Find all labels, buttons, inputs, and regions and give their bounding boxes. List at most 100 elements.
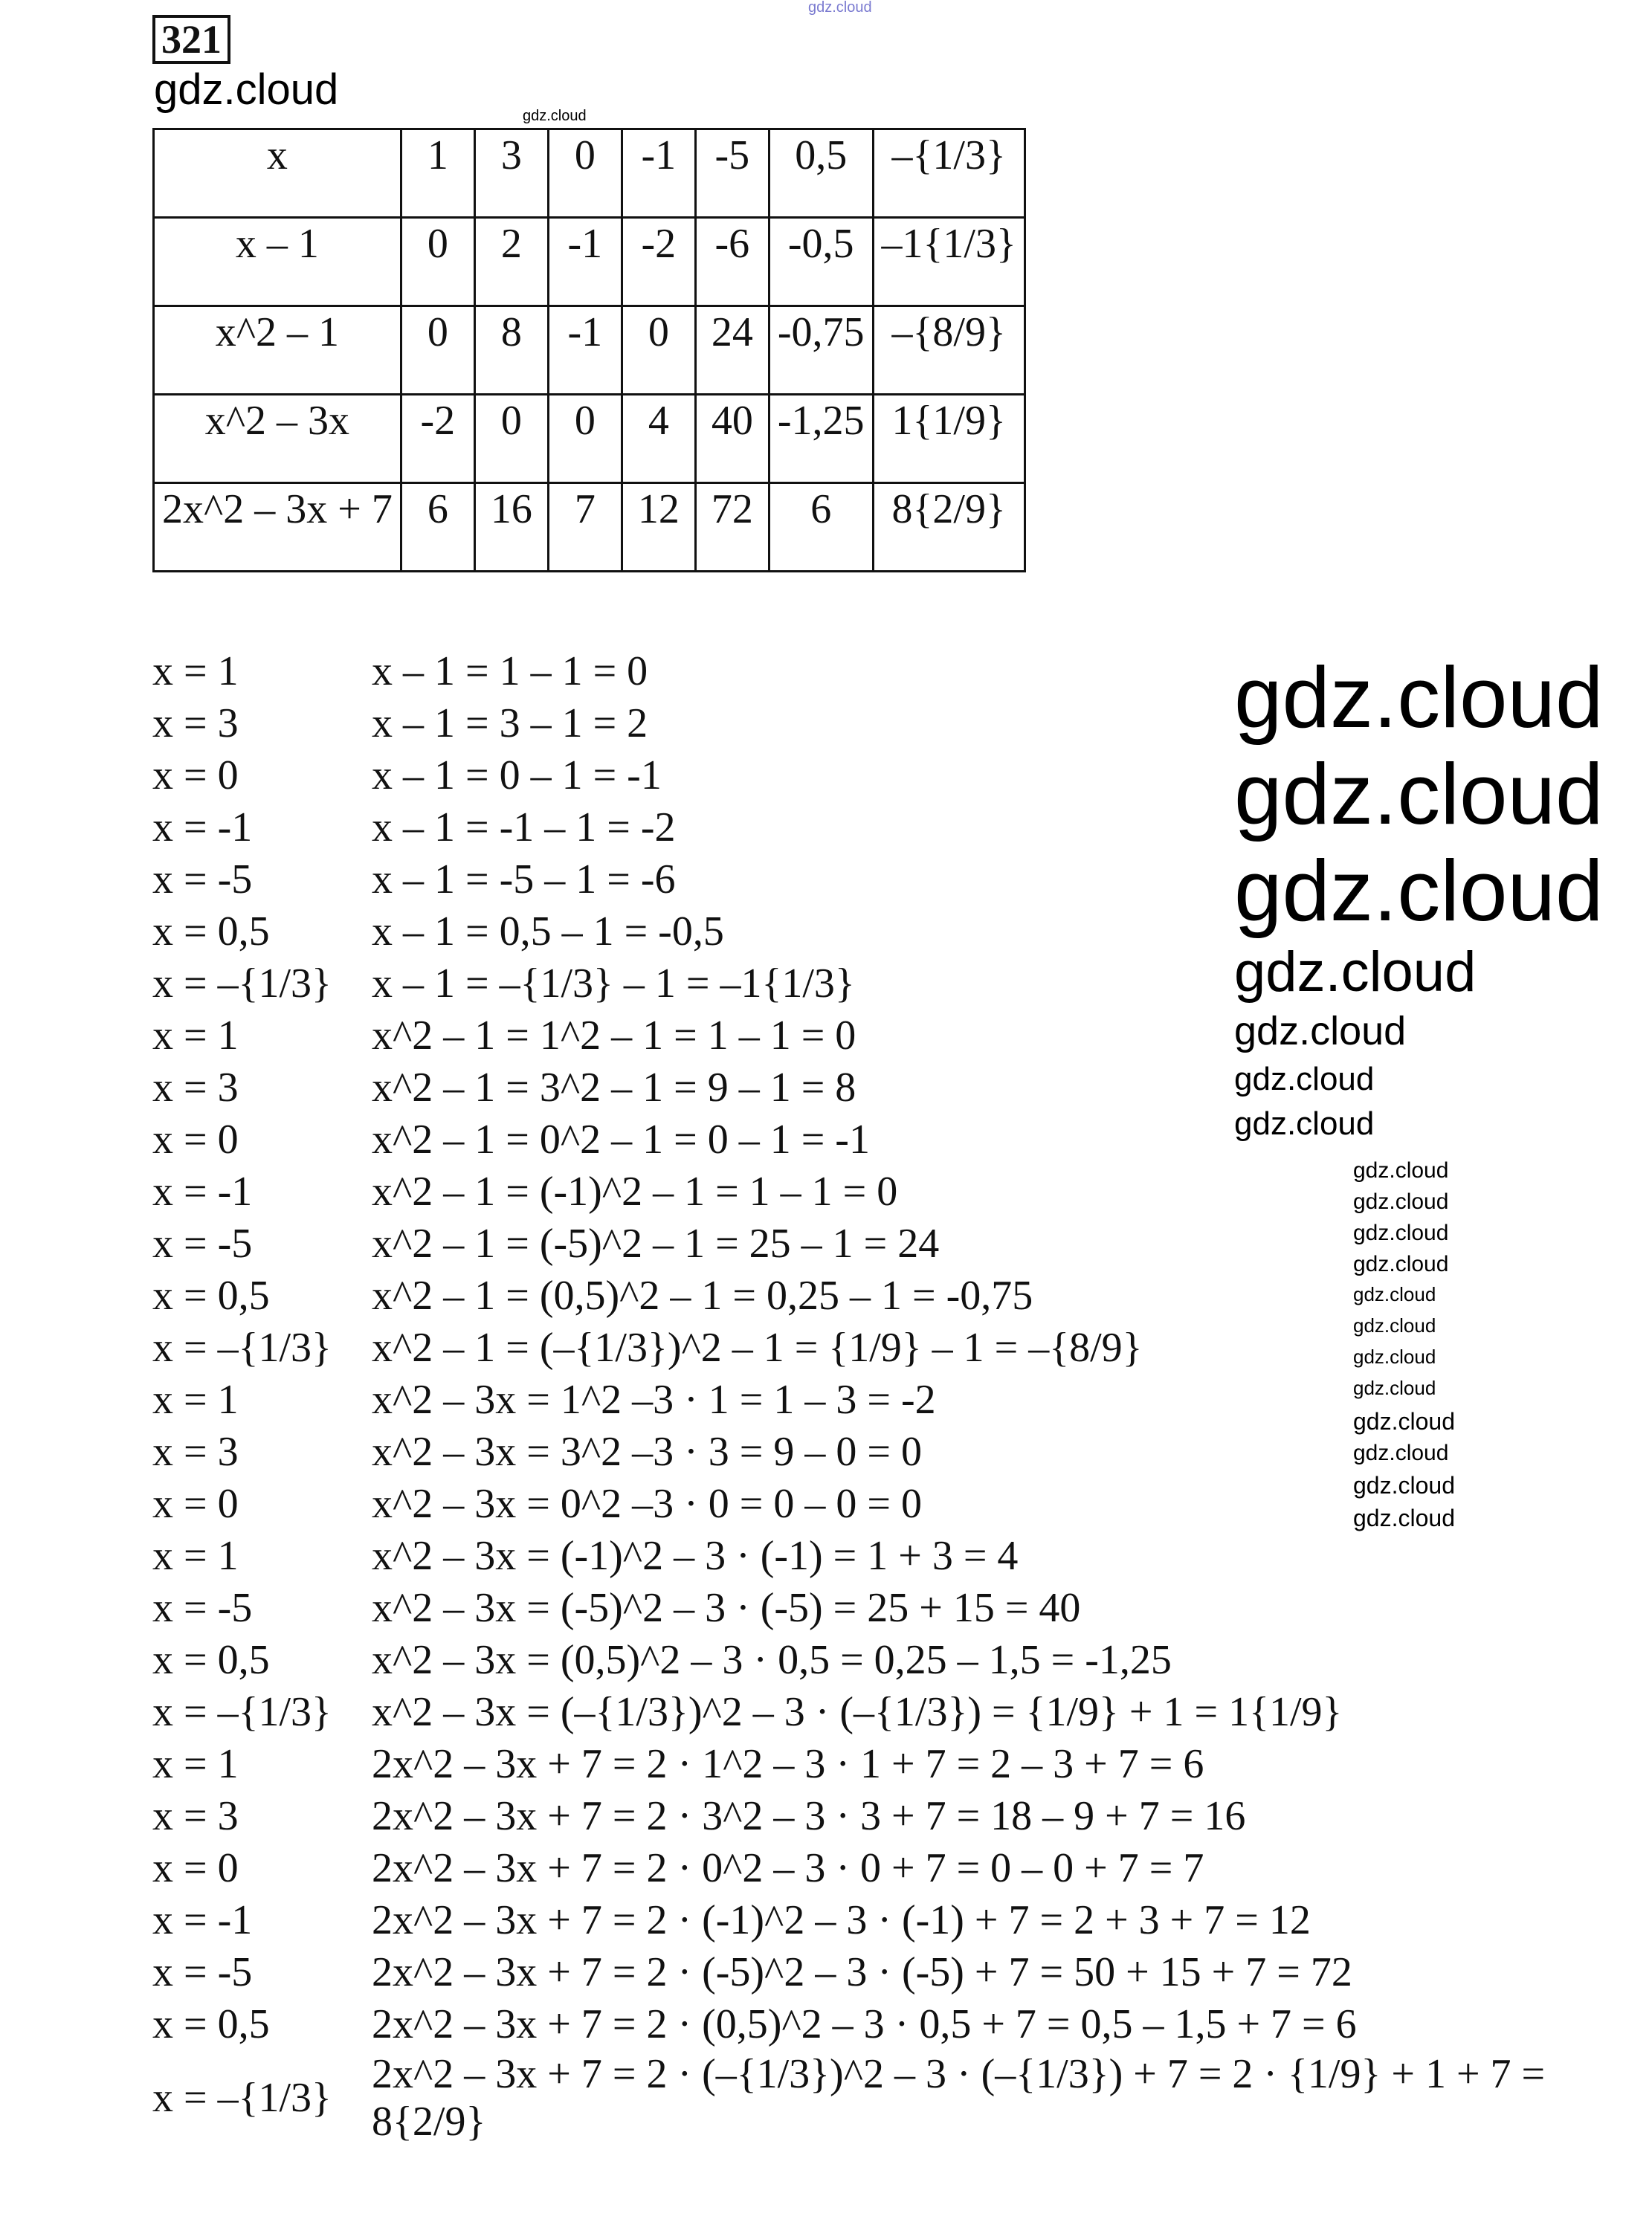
row-label: x – 1 (152, 216, 402, 307)
expression: x^2 – 1 = (-1)^2 – 1 = 1 – 1 = 0 (372, 1169, 898, 1215)
x-value: x = 3 (152, 1429, 239, 1475)
table-cell: -5 (694, 128, 770, 219)
calculation-line: x = 1 2x^2 – 3x + 7 = 2 · 1^2 – 3 · 1 + 7… (152, 1738, 1636, 1790)
calculation-line: x = –{1/3} 2x^2 – 3x + 7 = 2 · (–{1/3})^2… (152, 2050, 1636, 2145)
table-cell: -2 (620, 216, 697, 307)
expression: x^2 – 3x = (–{1/3})^2 – 3 · (–{1/3}) = {… (372, 1689, 1343, 1735)
x-value: x = -1 (152, 1897, 253, 1943)
calculation-line: x = -5 x^2 – 3x = (-5)^2 – 3 · (-5) = 25 … (152, 1582, 1636, 1634)
table-cell: –{8/9} (871, 305, 1026, 395)
x-value: x = –{1/3} (152, 2075, 332, 2121)
table-cell: -2 (399, 393, 476, 484)
table-cell: 0,5 (767, 128, 874, 219)
expression: 2x^2 – 3x + 7 = 2 · (-1)^2 – 3 · (-1) + … (372, 1897, 1311, 1943)
table-cell: 16 (473, 482, 549, 572)
x-value: x = –{1/3} (152, 1689, 332, 1735)
expression: x – 1 = 1 – 1 = 0 (372, 648, 648, 694)
expression: 2x^2 – 3x + 7 = 2 · (0,5)^2 – 3 · 0,5 + … (372, 2001, 1357, 2047)
watermark: gdz.cloud (523, 108, 587, 124)
table-cell: 40 (694, 393, 770, 484)
table-cell: 0 (399, 216, 476, 307)
table-cell: 7 (546, 482, 623, 572)
calculation-line: x = -5 2x^2 – 3x + 7 = 2 · (-5)^2 – 3 · (… (152, 1946, 1636, 1998)
x-value: x = 3 (152, 1793, 239, 1839)
table-cell: 0 (399, 305, 476, 395)
x-value: x = 1 (152, 648, 239, 694)
watermark: gdz.cloud (1353, 1283, 1436, 1305)
task-number: 321 (152, 15, 230, 64)
watermark: gdz.cloud (1353, 1441, 1449, 1465)
x-value: x = 0,5 (152, 1637, 270, 1683)
expression: x^2 – 1 = (0,5)^2 – 1 = 0,25 – 1 = -0,75 (372, 1273, 1033, 1319)
watermark: gdz.cloud (1353, 1472, 1455, 1499)
table-cell: 0 (546, 128, 623, 219)
row-label: x (152, 128, 402, 219)
table-cell: 6 (399, 482, 476, 572)
watermark: gdz.cloud (1234, 842, 1604, 939)
table-cell: 0 (473, 393, 549, 484)
x-value: x = -5 (152, 1949, 253, 1995)
x-value: x = 0 (152, 752, 239, 798)
expression: x – 1 = 3 – 1 = 2 (372, 700, 648, 746)
calculation-line: x = –{1/3}x – 1 = –{1/3} – 1 = –1{1/3} (152, 958, 1636, 1010)
table-cell: 8{2/9} (871, 482, 1026, 572)
calculation-line: x = 0,5 2x^2 – 3x + 7 = 2 · (0,5)^2 – 3 ·… (152, 1998, 1636, 2050)
table-cell: 6 (767, 482, 874, 572)
expression: 2x^2 – 3x + 7 = 2 · (-5)^2 – 3 · (-5) + … (372, 1949, 1352, 1995)
x-value: x = –{1/3} (152, 960, 332, 1007)
x-value: x = 0,5 (152, 908, 270, 955)
x-value: x = 0,5 (152, 2001, 270, 2047)
expression: x – 1 = 0 – 1 = -1 (372, 752, 662, 798)
table-cell: 72 (694, 482, 770, 572)
row-label: 2x^2 – 3x + 7 (152, 482, 402, 572)
x-value: x = 3 (152, 700, 239, 746)
calculation-line: x = -1 2x^2 – 3x + 7 = 2 · (-1)^2 – 3 · (… (152, 1894, 1636, 1946)
x-value: x = -5 (152, 856, 253, 902)
expression: x^2 – 1 = (–{1/3})^2 – 1 = {1/9} – 1 = –… (372, 1325, 1143, 1371)
x-value: x = -5 (152, 1585, 253, 1631)
table-cell: 12 (620, 482, 697, 572)
expression: x – 1 = -5 – 1 = -6 (372, 856, 676, 902)
calculation-line: x = –{1/3}x^2 – 1 = (–{1/3})^2 – 1 = {1/… (152, 1322, 1636, 1374)
calculation-line: x = 0 x – 1 = 0 – 1 = -1 (152, 749, 1636, 801)
row-label: x^2 – 3x (152, 393, 402, 484)
calculation-line: x = 1 x – 1 = 1 – 1 = 0 (152, 645, 1636, 697)
x-value: x = 1 (152, 1377, 239, 1423)
table-cell: 1 (399, 128, 476, 219)
expression: x^2 – 1 = 0^2 – 1 = 0 – 1 = -1 (372, 1117, 870, 1163)
x-value: x = -1 (152, 804, 253, 850)
watermark: gdz.cloud (808, 0, 872, 16)
watermark: gdz.cloud (1234, 1009, 1407, 1053)
table-cell: 0 (546, 393, 623, 484)
watermark: gdz.cloud (1353, 1505, 1455, 1531)
x-value: x = 3 (152, 1065, 239, 1111)
calculation-line: x = -5 x – 1 = -5 – 1 = -6 (152, 853, 1636, 905)
table-cell: -6 (694, 216, 770, 307)
x-value: x = 1 (152, 1013, 239, 1059)
calculation-line: x = 3 x – 1 = 3 – 1 = 2 (152, 697, 1636, 749)
x-value: x = 1 (152, 1533, 239, 1579)
expression: 2x^2 – 3x + 7 = 2 · 1^2 – 3 · 1 + 7 = 2 … (372, 1741, 1204, 1787)
expression: 2x^2 – 3x + 7 = 2 · (–{1/3})^2 – 3 · (–{… (372, 2051, 1546, 2145)
table-cell: 2 (473, 216, 549, 307)
row-label: x^2 – 1 (152, 305, 402, 395)
x-value: x = 1 (152, 1741, 239, 1787)
table-cell: 1{1/9} (871, 393, 1026, 484)
table-cell: 0 (620, 305, 697, 395)
expression: x^2 – 3x = (-5)^2 – 3 · (-5) = 25 + 15 =… (372, 1585, 1081, 1631)
watermark: gdz.cloud (1353, 1314, 1436, 1337)
table-cell: –1{1/3} (871, 216, 1026, 307)
table-cell: 8 (473, 305, 549, 395)
